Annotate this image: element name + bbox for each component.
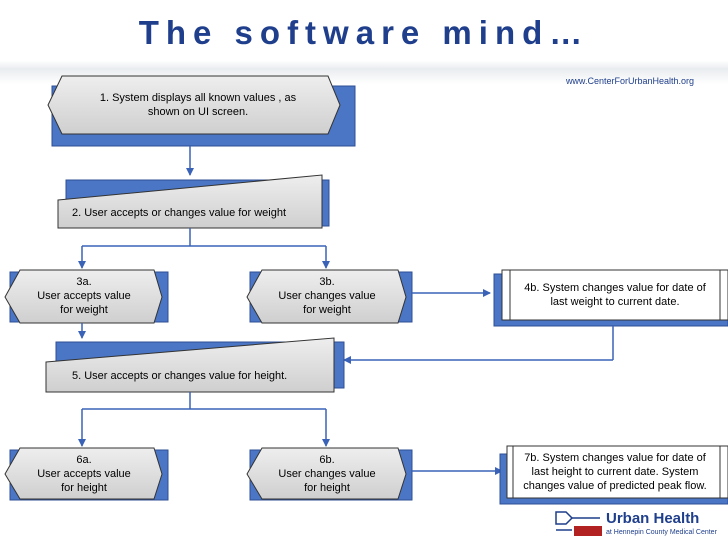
step-7b-label: 7b. System changes value for date of las… bbox=[523, 452, 707, 492]
step-3b-label: 3b. User changes value for weight bbox=[278, 276, 376, 316]
urban-health-logo: Urban Health at Hennepin County Medical … bbox=[552, 508, 722, 542]
step-6a-node bbox=[4, 447, 169, 501]
step-6b-node bbox=[246, 447, 413, 501]
urban-health-logo-mark bbox=[555, 511, 602, 536]
step-2-node bbox=[57, 174, 330, 229]
page-title: The software mind… bbox=[138, 14, 590, 51]
step-4b-node bbox=[493, 269, 728, 327]
logo-name: Urban Health bbox=[606, 510, 700, 527]
step-7b-node bbox=[499, 445, 728, 505]
step-1-label: 1. System displays all known values , as… bbox=[99, 92, 297, 118]
header-band bbox=[0, 0, 728, 84]
logo-subtitle: at Hennepin County Medical Center bbox=[606, 529, 717, 536]
step-2-label: 2. User accepts or changes value for wei… bbox=[72, 207, 287, 219]
step-3a-node bbox=[4, 269, 169, 324]
step-5-node bbox=[45, 337, 345, 393]
step-3a-label: 3a. User accepts value for weight bbox=[37, 276, 131, 316]
step-6b-label: 6b. User changes value for height bbox=[278, 454, 376, 494]
step-1-node bbox=[47, 75, 356, 147]
step-6a-label: 6a. User accepts value for height bbox=[37, 454, 131, 494]
step-5-label: 5. User accepts or changes value for hei… bbox=[72, 370, 288, 382]
step-3b-node bbox=[246, 269, 413, 324]
website-url: www.CenterForUrbanHealth.org bbox=[565, 76, 694, 86]
step-4b-label: 4b. System changes value for date of las… bbox=[524, 282, 706, 308]
